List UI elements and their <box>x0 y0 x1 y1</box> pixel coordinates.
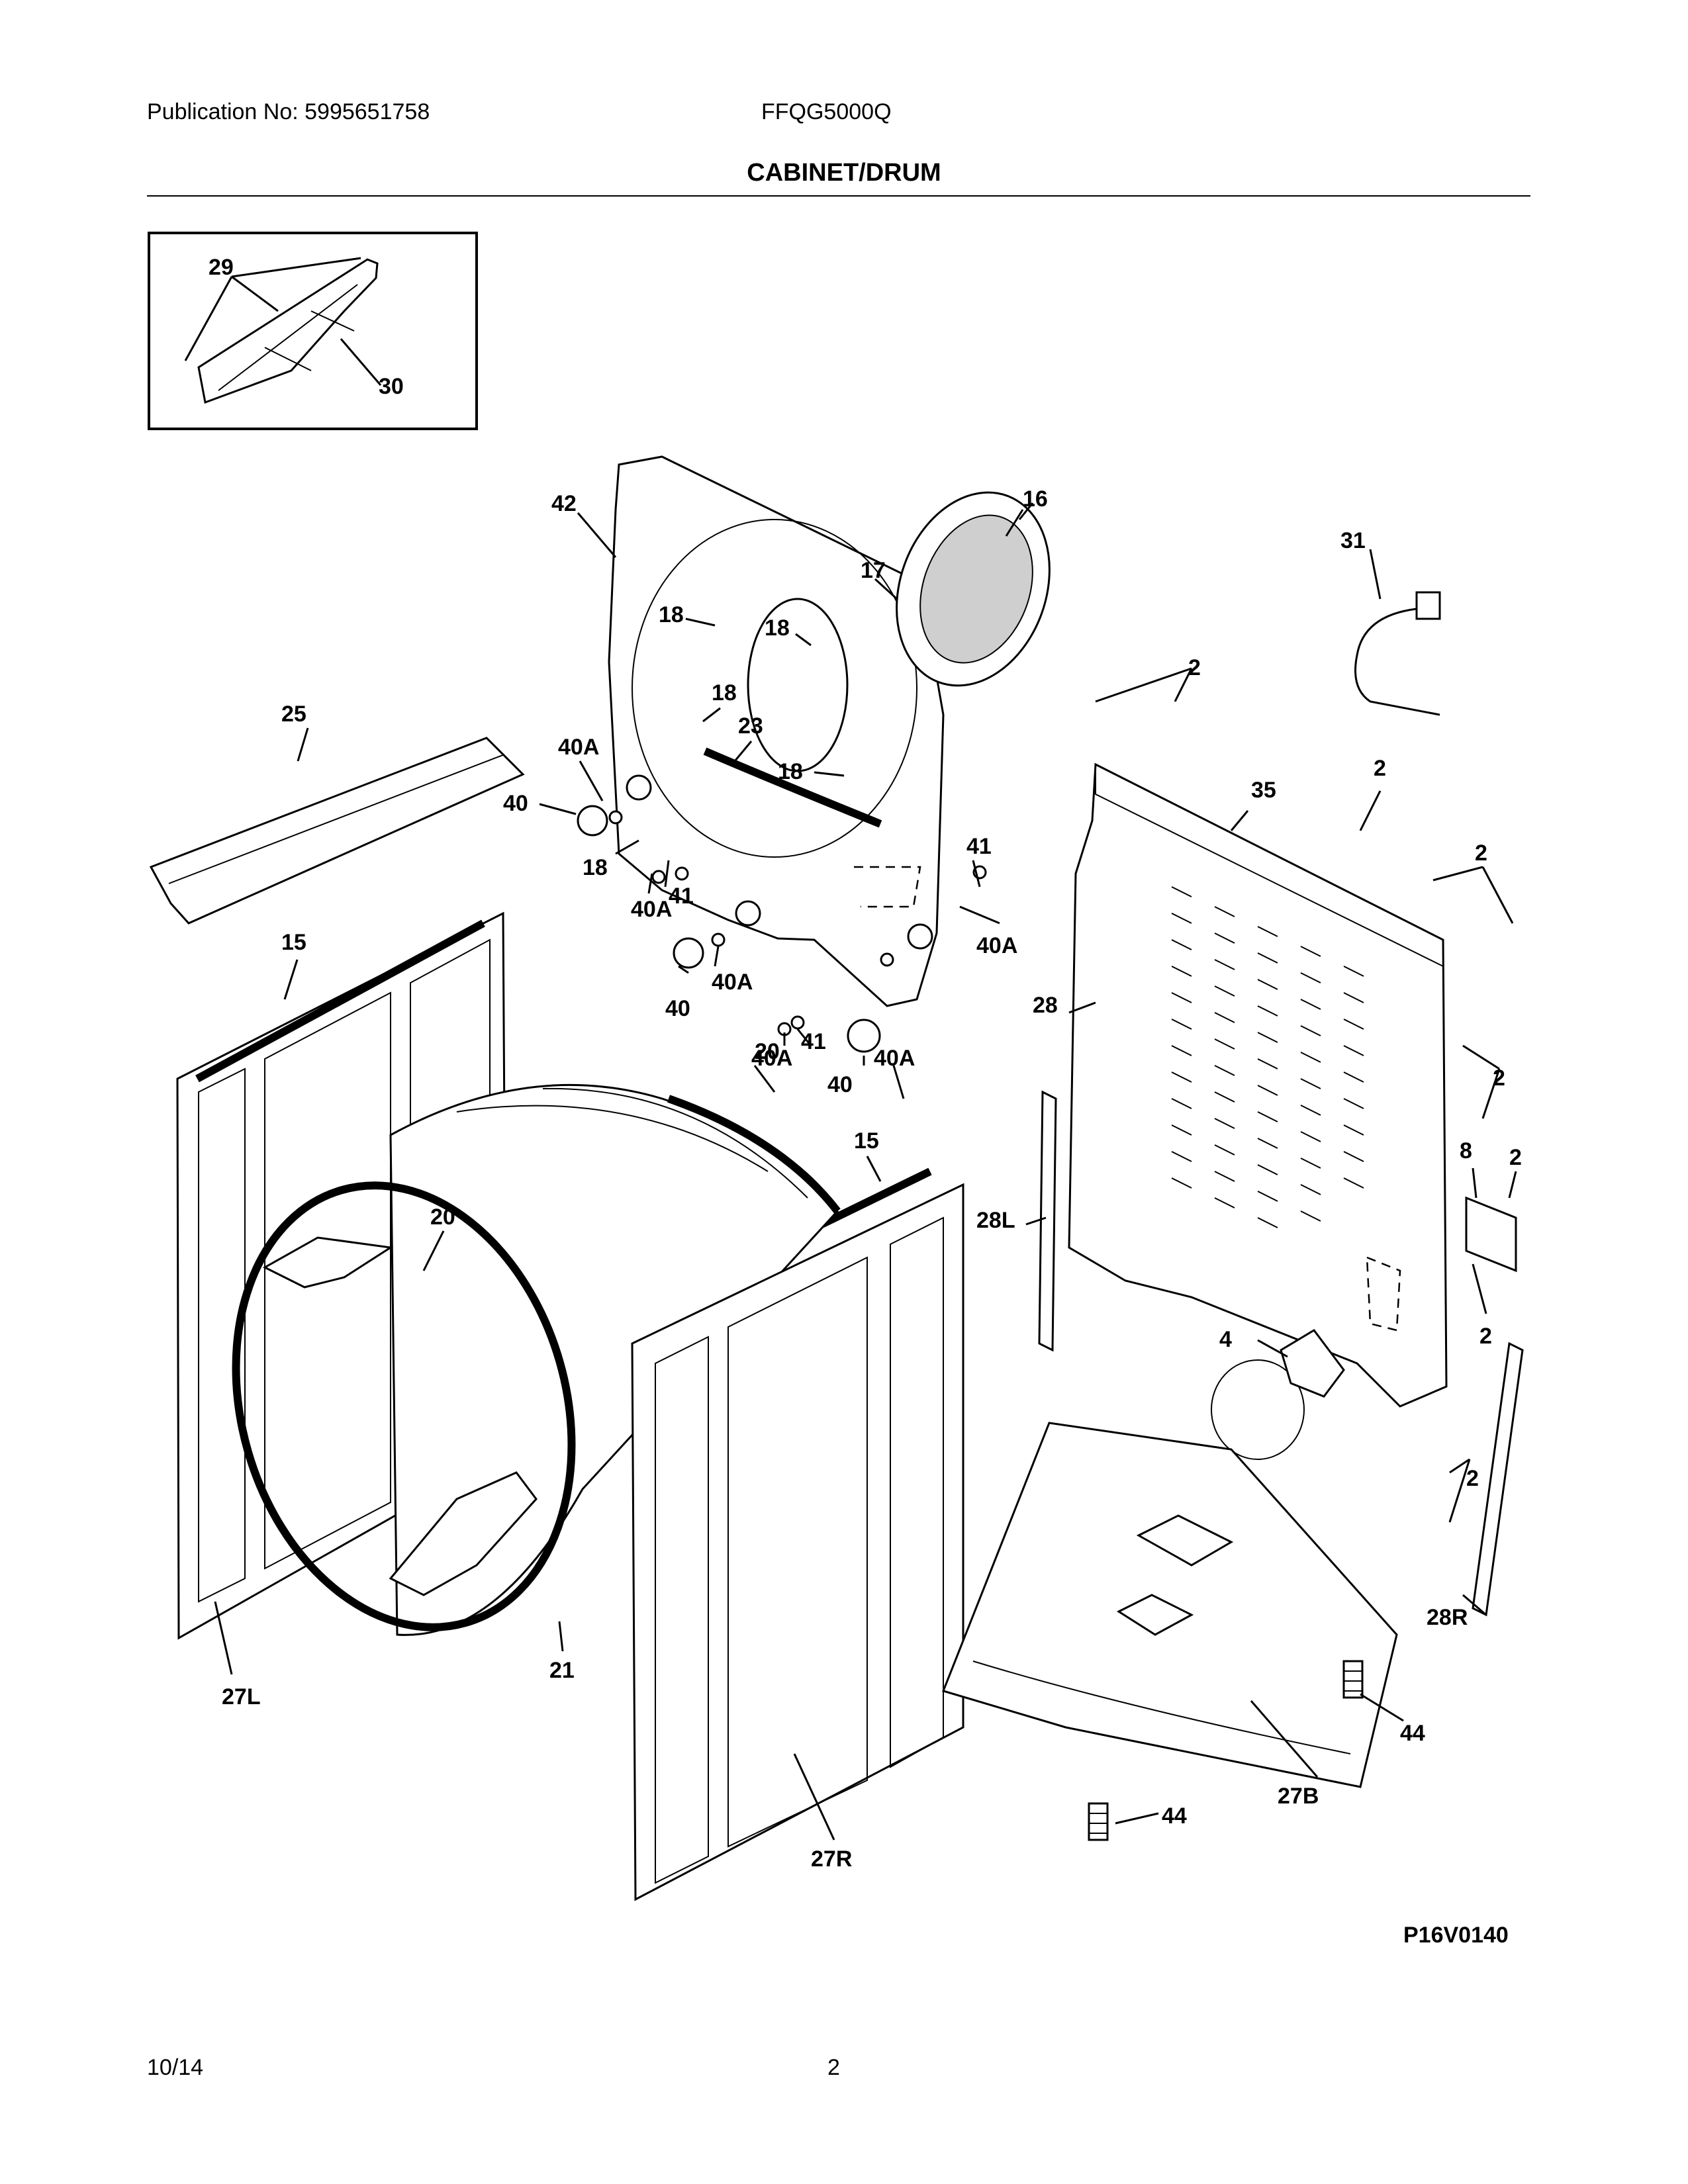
callout-31: 31 <box>1340 528 1366 553</box>
callout-23: 23 <box>738 713 763 739</box>
callout-25: 25 <box>281 702 306 727</box>
callout-2-d: 2 <box>1493 1066 1505 1091</box>
callout-40A-c: 40A <box>976 933 1017 958</box>
power-cord <box>1354 591 1441 716</box>
callout-41-a: 41 <box>669 884 694 909</box>
callout-28R: 28R <box>1427 1605 1468 1630</box>
callout-27R: 27R <box>811 1846 852 1872</box>
callout-20-a: 20 <box>755 1039 780 1064</box>
callout-2-a: 2 <box>1188 655 1201 680</box>
callout-15-a: 15 <box>281 930 306 955</box>
base <box>942 1422 1398 1788</box>
callout-4: 4 <box>1219 1327 1232 1352</box>
callout-40A-b: 40A <box>631 897 672 922</box>
callout-40A-e: 40A <box>751 1046 792 1071</box>
callout-18-c: 18 <box>712 680 737 705</box>
callout-16: 16 <box>1023 486 1048 512</box>
page-title: CABINET/DRUM <box>747 159 941 187</box>
rear-bulkhead <box>608 455 945 1007</box>
callout-41-c: 41 <box>801 1029 826 1054</box>
callout-40-b: 40 <box>665 996 690 1021</box>
callout-18-b: 18 <box>765 615 790 641</box>
callout-18-a: 18 <box>659 602 684 627</box>
callout-40A-a: 40A <box>558 735 599 760</box>
callout-41-b: 41 <box>966 834 992 859</box>
leveling-foot-front <box>1088 1802 1109 1841</box>
callout-30: 30 <box>379 374 404 399</box>
callout-2-e: 2 <box>1509 1145 1522 1170</box>
callout-17: 17 <box>861 558 886 583</box>
callout-40-c: 40 <box>827 1072 853 1097</box>
callout-42: 42 <box>551 491 577 516</box>
side-panel-right <box>631 1183 964 1901</box>
callout-35: 35 <box>1251 778 1276 803</box>
callout-15-b: 15 <box>854 1128 879 1154</box>
callout-21: 21 <box>549 1658 575 1683</box>
callout-44-a: 44 <box>1400 1721 1425 1746</box>
publication-number: Publication No: 5995651758 <box>147 99 430 124</box>
diagram-reference-code: P16V0140 <box>1403 1923 1509 1948</box>
top-rail <box>149 737 525 925</box>
leveling-foot-right <box>1342 1660 1364 1699</box>
callout-8: 8 <box>1460 1138 1472 1163</box>
rear-panel <box>1068 762 1448 1460</box>
callout-28: 28 <box>1033 993 1058 1018</box>
side-strip-right <box>1472 1342 1524 1617</box>
drum <box>232 1083 841 1636</box>
inset-box: 29 30 <box>148 232 478 430</box>
callout-40A-f: 40A <box>874 1046 915 1071</box>
callout-2-f: 2 <box>1479 1324 1492 1349</box>
callout-44-b: 44 <box>1162 1803 1187 1829</box>
callout-40A-d: 40A <box>712 970 753 995</box>
leader-lines <box>214 509 1517 1841</box>
callout-18-d: 18 <box>778 759 803 784</box>
rear-grille <box>896 491 1051 687</box>
louver-grid <box>1171 886 1364 1228</box>
callout-18-e: 18 <box>583 855 608 880</box>
side-strip-left <box>1038 1090 1057 1352</box>
callout-2-g: 2 <box>1466 1466 1479 1491</box>
publication-date: 10/14 <box>147 2055 204 2080</box>
model-number: FFQG5000Q <box>761 99 892 124</box>
callout-40-a: 40 <box>503 791 528 816</box>
callout-29: 29 <box>209 255 234 280</box>
page-number: 2 <box>827 2055 840 2080</box>
callout-20-b: 20 <box>430 1205 455 1230</box>
top-seal-left <box>195 919 485 1083</box>
callout-27L: 27L <box>222 1684 261 1709</box>
callout-2-b: 2 <box>1374 756 1386 781</box>
callout-27B: 27B <box>1278 1784 1319 1809</box>
header-divider <box>147 195 1530 197</box>
callout-2-c: 2 <box>1475 841 1487 866</box>
bracket <box>1465 1196 1517 1273</box>
callout-28L: 28L <box>976 1208 1015 1233</box>
